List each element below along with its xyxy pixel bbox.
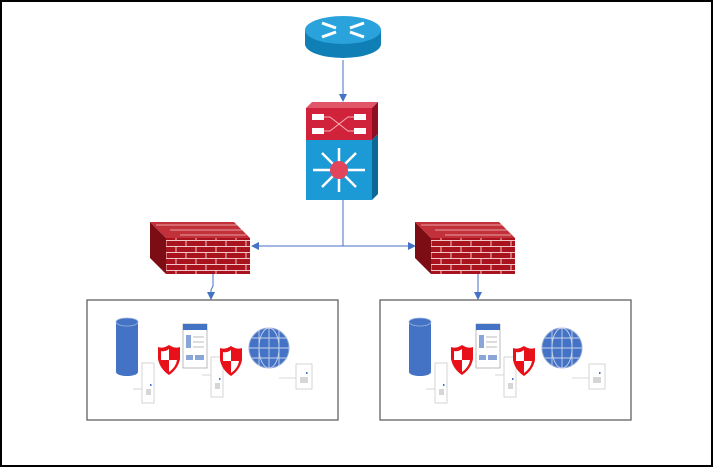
- router-icon[interactable]: [305, 16, 381, 58]
- network-zone-left[interactable]: [87, 300, 338, 420]
- firewall-right-icon[interactable]: [414, 221, 516, 275]
- firewall-left-icon[interactable]: [149, 221, 251, 275]
- connectors: [207, 60, 482, 300]
- edge-firewall-zone-left: [207, 272, 215, 300]
- layer3-switch-icon[interactable]: [306, 102, 378, 200]
- network-zone-right[interactable]: [380, 300, 631, 420]
